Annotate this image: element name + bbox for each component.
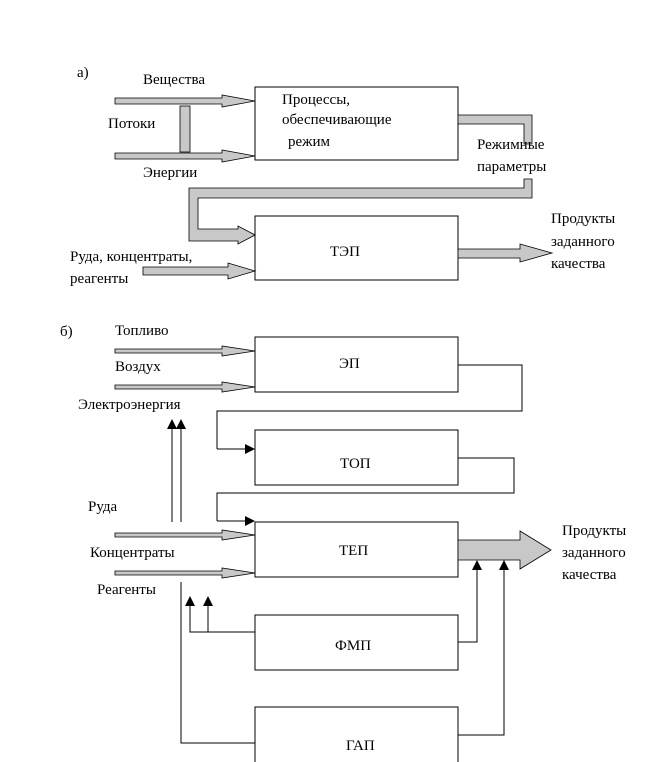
- tep-box-b-label: ТЕП: [339, 543, 368, 559]
- concentrates-arrow: [114, 529, 256, 541]
- mode-params-pipe-out: [457, 114, 533, 145]
- energy-label: Энергии: [143, 165, 197, 181]
- gap-to-reagents-line: [180, 582, 255, 744]
- flows-connector: [179, 105, 191, 153]
- tep-box-a-label: ТЭП: [330, 244, 360, 260]
- substances-label: Вещества: [143, 72, 205, 88]
- flows-label: Потоки: [108, 116, 155, 132]
- tep-box-b: [254, 521, 459, 578]
- raw-materials-arrow: [142, 262, 257, 280]
- mode-params-line-2: параметры: [477, 159, 546, 175]
- raw-materials-line-1: Руда, концентраты,: [70, 249, 192, 265]
- fmp-to-reagents-arrow-2: [185, 596, 208, 633]
- process-box-line-1: Процессы,: [282, 92, 350, 108]
- products-b-line-1: Продукты: [562, 523, 626, 539]
- fmp-to-tep-arrow: [458, 560, 482, 643]
- process-box: [254, 86, 459, 161]
- products-b-line-3: качества: [562, 567, 617, 583]
- raw-materials-line-2: реагенты: [70, 271, 128, 287]
- process-box-line-3: режим: [288, 134, 331, 150]
- products-arrow-b: [457, 530, 552, 570]
- electricity-label: Электроэнергия: [78, 397, 181, 413]
- process-box-line-2: обеспечивающие: [282, 112, 392, 128]
- ep-box-label: ЭП: [339, 356, 360, 372]
- products-a-line-3: качества: [551, 256, 606, 272]
- part-a-label: а): [77, 65, 89, 81]
- top-box-label: ТОП: [340, 456, 371, 472]
- gap-to-tep-arrow: [458, 560, 509, 736]
- fuel-arrow: [114, 345, 256, 357]
- part-b-label: б): [60, 324, 73, 340]
- fmp-to-reagents-arrow-1: [203, 596, 255, 633]
- fuel-label: Топливо: [115, 323, 169, 339]
- products-a-line-2: заданного: [551, 234, 615, 250]
- products-arrow-a: [457, 243, 554, 263]
- energy-arrow: [114, 149, 256, 163]
- top-to-tep-line: [216, 457, 515, 521]
- reagents-label: Реагенты: [97, 582, 156, 598]
- mode-params-pipe-return: [188, 178, 533, 245]
- fmp-box: [254, 614, 459, 671]
- substances-arrow: [114, 94, 256, 108]
- fmp-box-label: ФМП: [335, 638, 371, 654]
- air-arrow: [114, 381, 256, 393]
- reagents-arrow: [114, 567, 256, 579]
- products-b-line-2: заданного: [562, 545, 626, 561]
- products-a-line-1: Продукты: [551, 211, 615, 227]
- mode-params-line-1: Режимные: [477, 137, 545, 153]
- gap-box-label: ГАП: [346, 738, 375, 754]
- concentrates-label: Концентраты: [90, 545, 175, 561]
- air-label: Воздух: [115, 359, 161, 375]
- tep-box-a: [254, 215, 459, 281]
- ore-label: Руда: [88, 499, 118, 515]
- ep-to-top-line: [216, 364, 523, 449]
